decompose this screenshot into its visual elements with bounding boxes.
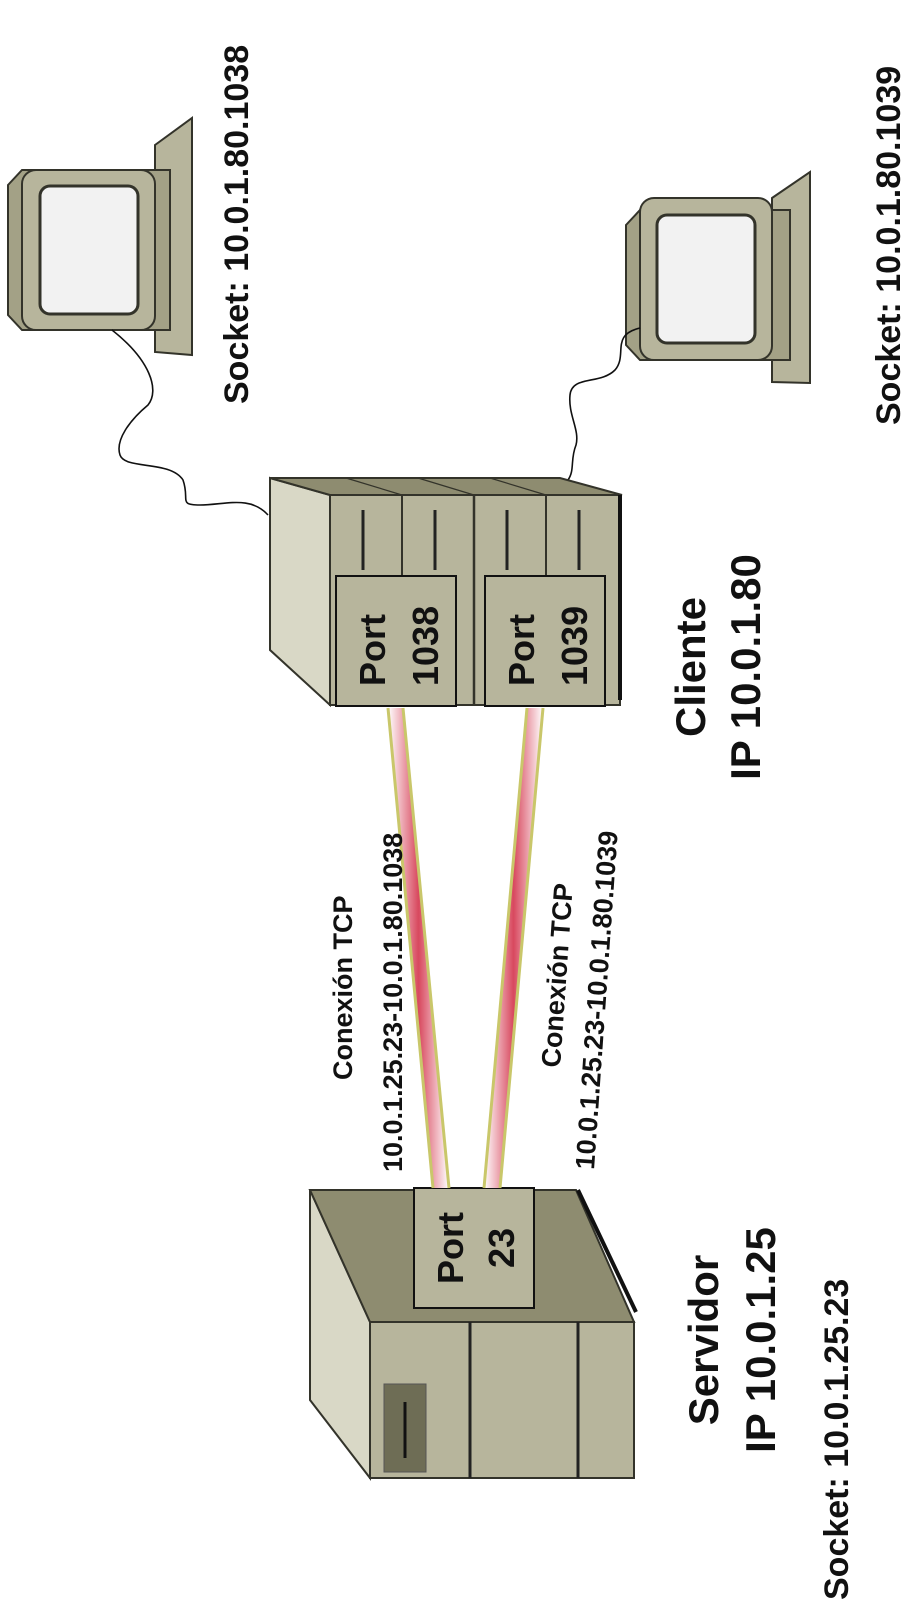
client-ip: IP 10.0.1.80: [722, 554, 769, 780]
client-port-1039-number: 1039: [554, 606, 595, 686]
client-port-1039-label: Port: [501, 614, 542, 686]
tcp-connection-1-pair: 10.0.1.25.23-10.0.1.80.1038: [378, 833, 408, 1172]
terminal-1-monitor: [8, 118, 192, 355]
tcp-connection-2-title: Conexión TCP: [536, 882, 579, 1068]
server-name: Servidor: [680, 1255, 727, 1425]
tcp-connection-2-pair: 10.0.1.25.23-10.0.1.80.1039: [570, 830, 624, 1171]
tcp-connection-2-cable: [484, 708, 543, 1188]
client-port-1038-number: 1038: [405, 606, 446, 686]
server-ip: IP 10.0.1.25: [737, 1227, 784, 1453]
server-port-23-number: 23: [481, 1228, 522, 1268]
tcp-connection-1-title: Conexión TCP: [328, 895, 358, 1080]
terminal-1-socket-label: Socket: 10.0.1.80.1038: [218, 45, 256, 404]
client-name: Cliente: [667, 597, 714, 737]
terminal-2-socket-label: Socket: 10.0.1.80.1039: [870, 66, 908, 425]
terminal-2-cable: [568, 328, 640, 480]
client-port-1038-label: Port: [352, 614, 393, 686]
server-port-23-label: Port: [430, 1212, 471, 1284]
server-socket-label: Socket: 10.0.1.25.23: [818, 1279, 856, 1600]
terminal-1-screen: [40, 186, 138, 314]
terminal-2-monitor: [626, 172, 810, 383]
terminal-2-screen: [657, 215, 755, 343]
